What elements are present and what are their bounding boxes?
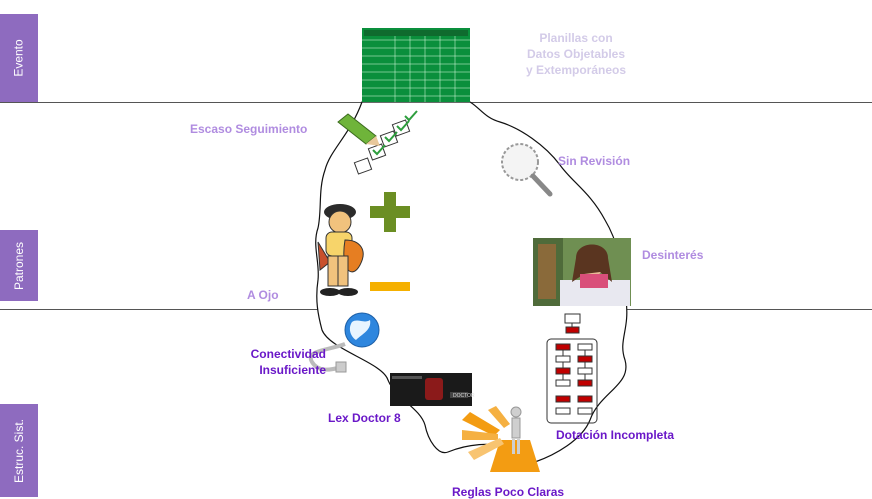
section-evento: Evento — [0, 14, 38, 102]
svg-text:DOCTOR: DOCTOR — [453, 393, 475, 399]
cartoon-character-icon — [317, 204, 364, 296]
minus-icon — [370, 282, 410, 291]
label-a-ojo: A Ojo — [247, 288, 279, 302]
section-patrones: Patrones — [0, 230, 38, 301]
globe-cable-icon — [308, 312, 380, 373]
label-conectividad-line-1: Conectividad — [250, 347, 326, 361]
crossroads-figure-icon — [462, 406, 540, 472]
label-planillas-line-3: y Extemporáneos — [525, 63, 627, 77]
flowchart-icon — [546, 313, 598, 424]
label-planillas: Planillas con Datos Objetables y Extempo… — [508, 30, 644, 78]
section-estructura: Estruc. Sist. — [0, 404, 38, 497]
magnifier-icon — [501, 143, 553, 197]
label-lex-doctor: Lex Doctor 8 — [328, 411, 401, 425]
plus-icon — [370, 192, 410, 232]
label-conectividad: Conectividad Insuficiente — [200, 346, 326, 378]
label-planillas-line-2: Datos Objetables — [526, 47, 626, 61]
lex-doctor-image: DOCTOR — [390, 373, 475, 406]
student-photo-image — [533, 238, 631, 306]
label-escaso-seguimiento: Escaso Seguimiento — [190, 122, 308, 136]
label-conectividad-line-2: Insuficiente — [259, 363, 326, 377]
spreadsheet-icon — [362, 28, 470, 102]
label-sin-revision: Sin Revisión — [558, 154, 631, 168]
checklist-pencil-icon — [337, 110, 418, 175]
label-planillas-line-1: Planillas con — [539, 31, 613, 45]
label-dotacion-incompleta: Dotación Incompleta — [556, 428, 675, 442]
label-desinteres: Desinterés — [642, 248, 704, 262]
label-reglas-poco-claras: Reglas Poco Claras — [452, 485, 565, 499]
